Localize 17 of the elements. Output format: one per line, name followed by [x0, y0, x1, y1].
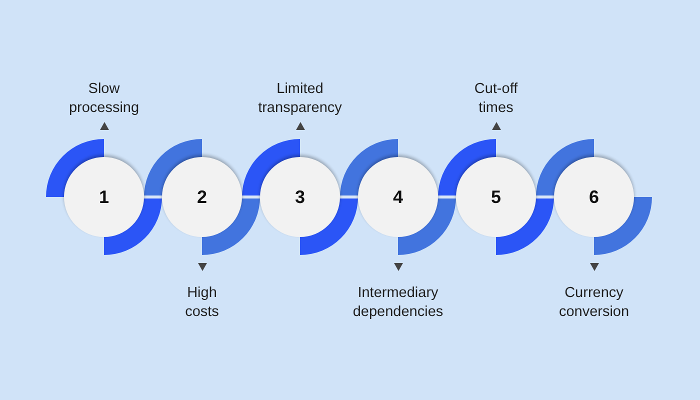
- connector-line: [242, 196, 260, 198]
- step-number: 3: [295, 188, 305, 206]
- connector-line: [340, 196, 358, 198]
- step-number: 4: [393, 188, 403, 206]
- step-number: 5: [491, 188, 501, 206]
- step-label: Currency conversion: [558, 284, 630, 322]
- step-number: 6: [589, 188, 599, 206]
- step-number: 2: [197, 188, 207, 206]
- step-label: High costs: [184, 284, 220, 322]
- connector-line: [144, 196, 162, 198]
- connector-line: [536, 196, 554, 198]
- step-number: 1: [99, 188, 109, 206]
- step-label: Intermediary dependencies: [352, 284, 444, 322]
- connector-line: [438, 196, 456, 198]
- step-label: Slow processing: [68, 80, 140, 118]
- step-label: Cut-off times: [473, 80, 519, 118]
- step-label: Limited transparency: [257, 80, 343, 118]
